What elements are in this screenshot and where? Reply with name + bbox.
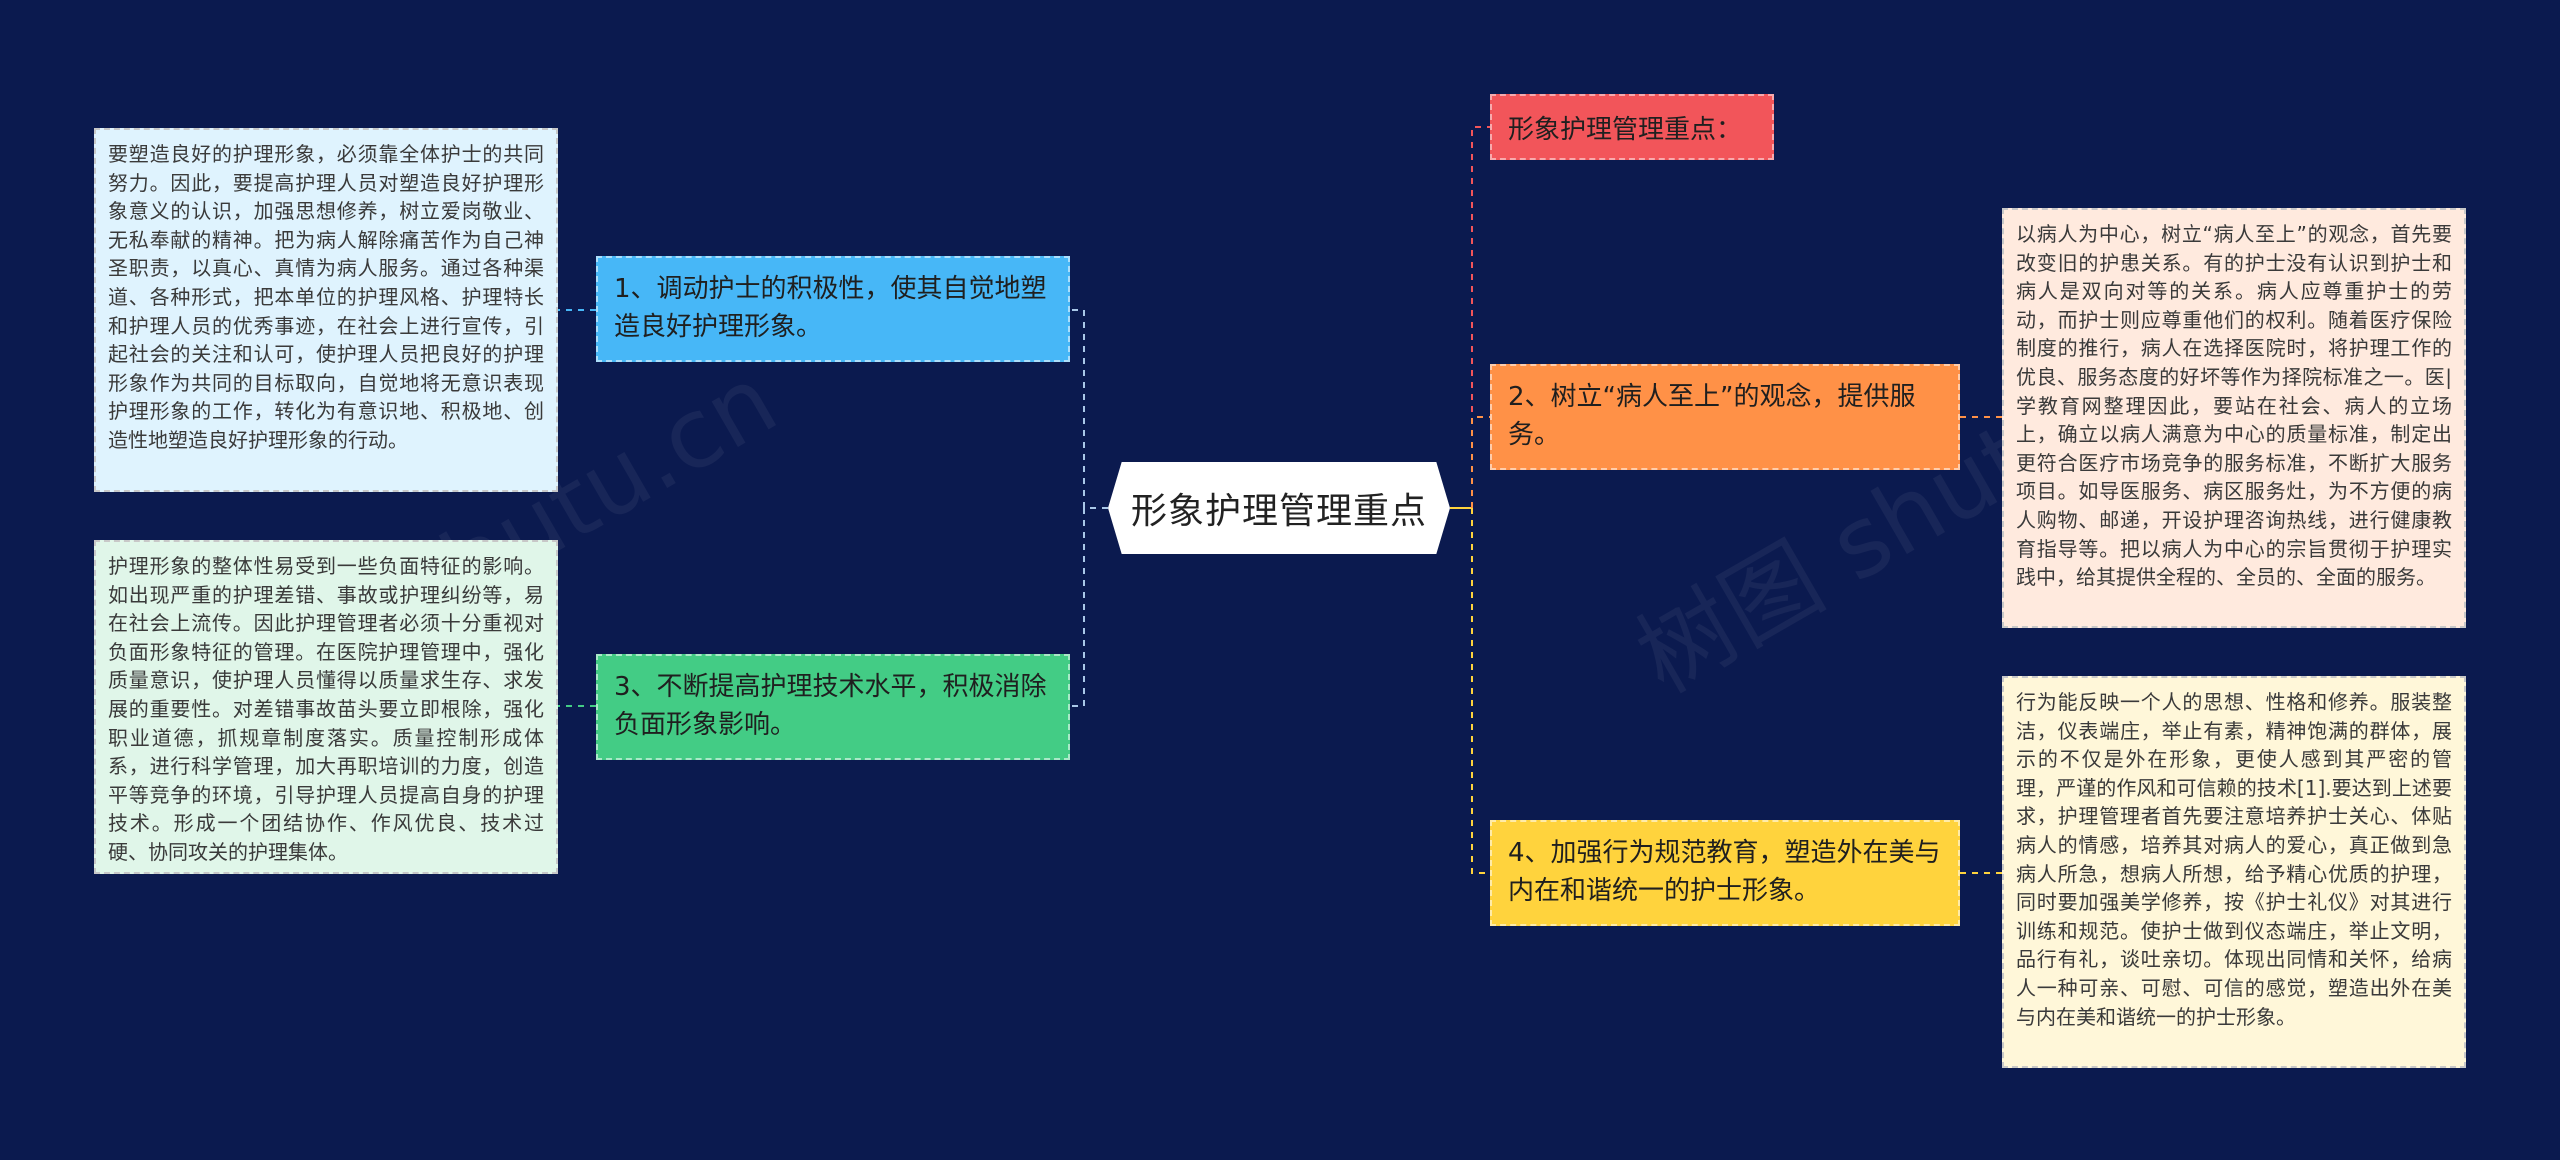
- branch-2-detail-text: 以病人为中心，树立“病人至上”的观念，首先要改变旧的护患关系。有的护士没有认识到…: [2016, 222, 2452, 590]
- branch-4-detail[interactable]: 行为能反映一个人的思想、性格和修养。服装整洁，仪表端庄，举止有素，精神饱满的群体…: [2002, 676, 2466, 1068]
- branch-1[interactable]: 1、调动护士的积极性，使其自觉地塑造良好护理形象。: [596, 256, 1070, 362]
- branch-2-label: 2、树立“病人至上”的观念，提供服务。: [1508, 382, 1916, 450]
- branch-1-detail[interactable]: 要塑造良好的护理形象，必须靠全体护士的共同努力。因此，要提高护理人员对塑造良好护…: [94, 128, 558, 492]
- title-node-label: 形象护理管理重点：: [1508, 114, 1743, 145]
- branch-4-detail-text: 行为能反映一个人的思想、性格和修养。服装整洁，仪表端庄，举止有素，精神饱满的群体…: [2016, 690, 2452, 1029]
- branch-4[interactable]: 4、加强行为规范教育，塑造外在美与内在和谐统一的护士形象。: [1490, 820, 1960, 926]
- branch-3-label: 3、不断提高护理技术水平，积极消除负面形象影响。: [614, 672, 1047, 740]
- central-topic[interactable]: 形象护理管理重点: [1108, 462, 1450, 554]
- branch-4-label: 4、加强行为规范教育，塑造外在美与内在和谐统一的护士形象。: [1508, 838, 1941, 906]
- connector-to-branch4: [1471, 508, 1490, 874]
- central-topic-label: 形象护理管理重点: [1130, 491, 1427, 532]
- title-node[interactable]: 形象护理管理重点：: [1490, 94, 1774, 160]
- branch-1-detail-text: 要塑造良好的护理形象，必须靠全体护士的共同努力。因此，要提高护理人员对塑造良好护…: [108, 142, 544, 452]
- branch-3-detail[interactable]: 护理形象的整体性易受到一些负面特征的影响。如出现严重的护理差错、事故或护理纠纷等…: [94, 540, 558, 874]
- branch-2-detail[interactable]: 以病人为中心，树立“病人至上”的观念，首先要改变旧的护患关系。有的护士没有认识到…: [2002, 208, 2466, 628]
- connector-to-title: [1471, 126, 1490, 508]
- branch-2[interactable]: 2、树立“病人至上”的观念，提供服务。: [1490, 364, 1960, 470]
- connector-center-left: [1070, 309, 1108, 707]
- branch-3-detail-text: 护理形象的整体性易受到一些负面特征的影响。如出现严重的护理差错、事故或护理纠纷等…: [108, 554, 544, 864]
- branch-1-label: 1、调动护士的积极性，使其自觉地塑造良好护理形象。: [614, 274, 1047, 342]
- connector-to-branch2: [1471, 416, 1490, 508]
- branch-3[interactable]: 3、不断提高护理技术水平，积极消除负面形象影响。: [596, 654, 1070, 760]
